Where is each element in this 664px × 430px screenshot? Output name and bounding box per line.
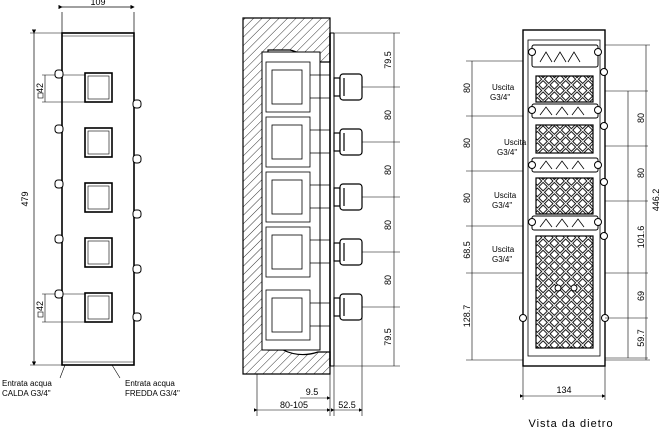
side-dim-chain [334, 32, 400, 367]
back-left-spacing-5: 128.7 [462, 305, 472, 328]
back-lattice [535, 75, 594, 349]
side-view: 79.5 80 80 80 80 79.5 9.5 80-105 52.5 [242, 17, 400, 416]
front-width-dim: 109 [90, 0, 105, 7]
back-total-height: 446.2 [651, 189, 661, 212]
back-screws [519, 48, 609, 322]
outlet-3-line1: Uscita [494, 191, 517, 200]
back-left-spacing-3: 80 [462, 193, 472, 203]
back-left-spacing-2: 80 [462, 138, 472, 148]
side-spacing-6: 79.5 [383, 328, 393, 346]
side-spacing-3: 80 [383, 165, 393, 175]
side-depth-front: 52.5 [338, 400, 356, 410]
inlet-cold-line1: Entrata acqua [125, 379, 175, 388]
bottom-square-dim: 42 [35, 301, 45, 311]
valve-bodies [265, 61, 330, 341]
front-squares [84, 72, 113, 323]
outlet-2-line1: Uscita [504, 138, 527, 147]
back-right-spacing-4: 69 [636, 291, 646, 301]
outlet-1-line2: G3/4" [490, 93, 510, 102]
top-square-dim: 42 [35, 83, 45, 93]
front-panel [61, 32, 135, 366]
back-frame [522, 29, 606, 367]
back-right-spacing-3: 101.6 [636, 226, 646, 249]
back-bottom-dim [520, 366, 606, 400]
inlet-hot-line2: CALDA G3/4" [2, 389, 51, 398]
front-lugs [54, 69, 142, 322]
outlet-3-line2: G3/4" [492, 201, 512, 210]
side-spacing-2: 80 [383, 110, 393, 120]
front-view: 109 479 42 42 [2, 0, 180, 398]
front-height-dim: 479 [20, 191, 30, 206]
back-left-spacing-4: 68.5 [462, 241, 472, 259]
inlet-hot-line1: Entrata acqua [2, 379, 52, 388]
back-right-spacing-5: 59.7 [636, 329, 646, 347]
side-spacing-4: 80 [383, 220, 393, 230]
back-view-caption: Vista da dietro [528, 418, 613, 430]
back-left-spacing-1: 80 [462, 83, 472, 93]
back-view: Uscita G3/4" Uscita G3/4" Uscita G3/4" U… [462, 29, 661, 430]
back-right-spacing-1: 80 [636, 113, 646, 123]
side-spacing-5: 80 [383, 275, 393, 285]
inlet-cold-line2: FREDDA G3/4" [125, 389, 180, 398]
outlet-1-line1: Uscita [492, 83, 515, 92]
side-spacing-1: 79.5 [383, 51, 393, 69]
side-depth-dims [254, 310, 363, 416]
back-left-dims [466, 60, 523, 361]
side-offset-dim: 9.5 [306, 387, 319, 397]
side-depth-range: 80-105 [280, 400, 308, 410]
side-knobs [333, 73, 363, 321]
back-bottom-width: 134 [556, 385, 571, 395]
outlet-4-line2: G3/4" [492, 255, 512, 264]
outlet-4-line1: Uscita [492, 245, 515, 254]
back-right-dims [605, 44, 650, 361]
back-right-spacing-2: 80 [636, 168, 646, 178]
outlet-2-line2: G3/4" [497, 148, 517, 157]
